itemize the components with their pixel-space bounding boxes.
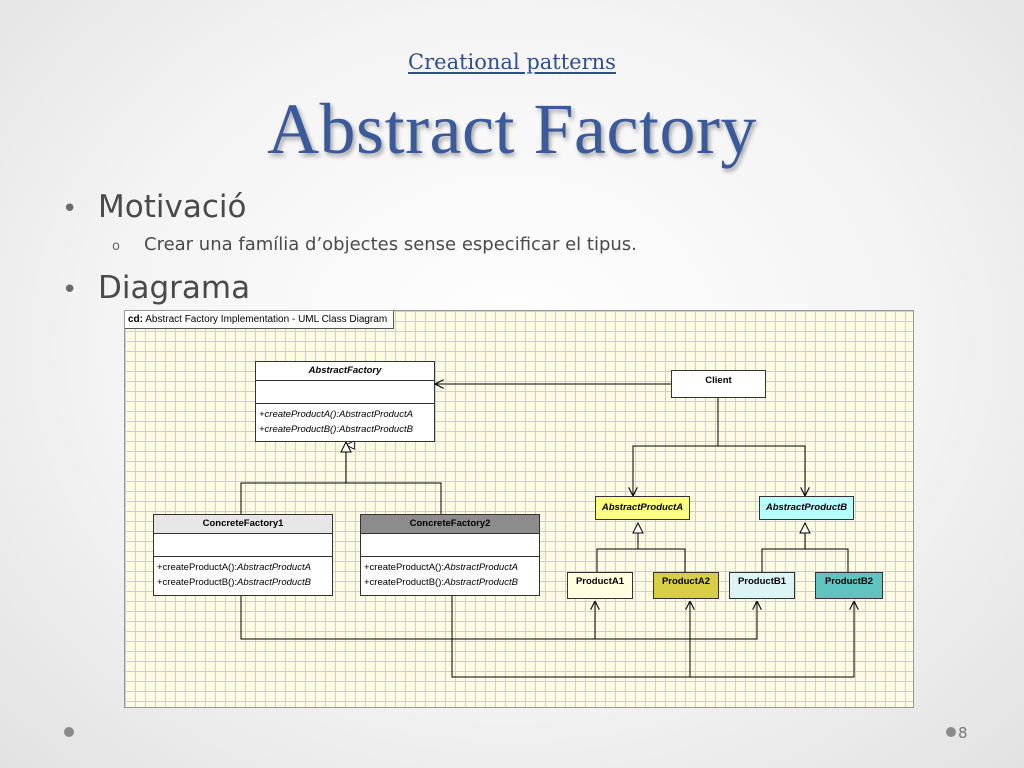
class-name: ProductB2 bbox=[824, 576, 874, 587]
class-product-b1[interactable]: ProductB1 bbox=[729, 572, 795, 599]
operation: +createProductA():AbstractProductA bbox=[259, 409, 413, 420]
cf1-creates-products bbox=[240, 596, 757, 640]
cf2-creates-products bbox=[451, 596, 854, 678]
class-attributes bbox=[361, 534, 539, 557]
client-to-productb-association bbox=[718, 445, 805, 496]
class-concrete-factory2[interactable]: ConcreteFactory2 +createProductA():Abstr… bbox=[360, 514, 540, 596]
class-operations: +createProductA():AbstractProductA +crea… bbox=[154, 557, 332, 593]
bullet-dot-icon: • bbox=[62, 194, 78, 224]
operation: +createProductB():AbstractProductB bbox=[259, 424, 413, 435]
class-operations: +createProductA():AbstractProductA +crea… bbox=[361, 557, 539, 593]
frame-prefix: cd: bbox=[128, 314, 143, 325]
class-name: AbstractProductB bbox=[765, 502, 848, 513]
class-name: ProductA1 bbox=[575, 576, 625, 587]
diagram-frame-label: cd: Abstract Factory Implementation - UM… bbox=[125, 311, 395, 329]
class-abstract-product-a[interactable]: AbstractProductA bbox=[595, 496, 690, 520]
class-product-a1[interactable]: ProductA1 bbox=[567, 572, 633, 599]
class-name: AbstractProductA bbox=[601, 502, 684, 513]
uml-class-diagram: cd: Abstract Factory Implementation - UM… bbox=[124, 310, 914, 708]
bullet-diagrama-text: Diagrama bbox=[98, 270, 251, 306]
operation: +createProductB():AbstractProductB bbox=[157, 577, 311, 588]
sub-bullet: o Crear una família d’objectes sense espe… bbox=[112, 234, 637, 255]
sub-bullet-text: Crear una família d’objectes sense espec… bbox=[144, 234, 637, 255]
bullet-diagrama: • Diagrama bbox=[62, 270, 250, 306]
class-attributes bbox=[154, 534, 332, 557]
class-name: AbstractFactory bbox=[256, 362, 434, 381]
class-attributes bbox=[256, 381, 434, 404]
class-concrete-factory1[interactable]: ConcreteFactory1 +createProductA():Abstr… bbox=[153, 514, 333, 596]
diagram-connectors bbox=[240, 311, 913, 678]
client-to-products-association bbox=[633, 398, 719, 496]
class-product-a2[interactable]: ProductA2 bbox=[653, 572, 719, 599]
class-name: ProductB1 bbox=[737, 576, 787, 587]
footer-right-dot-icon bbox=[946, 727, 956, 737]
slide-subtitle: Creational patterns bbox=[408, 50, 616, 74]
producta-generalization bbox=[596, 527, 686, 572]
producta-generalization-triangle bbox=[632, 521, 644, 534]
productb-generalization-triangle bbox=[799, 521, 811, 534]
factory-generalization bbox=[240, 446, 442, 514]
bullet-motivacio: • Motivació bbox=[62, 189, 246, 225]
factory-generalization-triangle bbox=[340, 440, 352, 453]
class-product-b2[interactable]: ProductB2 bbox=[815, 572, 883, 599]
class-name: ProductA2 bbox=[661, 576, 711, 587]
class-abstract-product-b[interactable]: AbstractProductB bbox=[759, 496, 854, 520]
class-client[interactable]: Client bbox=[671, 370, 766, 398]
page-number: 8 bbox=[958, 724, 968, 742]
class-name: Client bbox=[705, 375, 732, 386]
class-abstract-factory[interactable]: AbstractFactory +createProductA():Abstra… bbox=[255, 361, 435, 442]
bullet-dot-icon: • bbox=[62, 275, 78, 305]
productb-generalization bbox=[761, 527, 849, 572]
operation: +createProductA():AbstractProductA bbox=[157, 562, 311, 573]
frame-title: Abstract Factory Implementation - UML Cl… bbox=[145, 314, 388, 325]
slide-title: Abstract Factory bbox=[267, 89, 757, 169]
operation: +createProductA():AbstractProductA bbox=[364, 562, 518, 573]
bullet-motivacio-text: Motivació bbox=[98, 189, 247, 225]
class-name: ConcreteFactory2 bbox=[361, 515, 539, 534]
circle-bullet-icon: o bbox=[112, 239, 120, 254]
footer-left-dot-icon bbox=[64, 727, 74, 737]
class-operations: +createProductA():AbstractProductA +crea… bbox=[256, 404, 434, 440]
class-name: ConcreteFactory1 bbox=[154, 515, 332, 534]
operation: +createProductB():AbstractProductB bbox=[364, 577, 518, 588]
